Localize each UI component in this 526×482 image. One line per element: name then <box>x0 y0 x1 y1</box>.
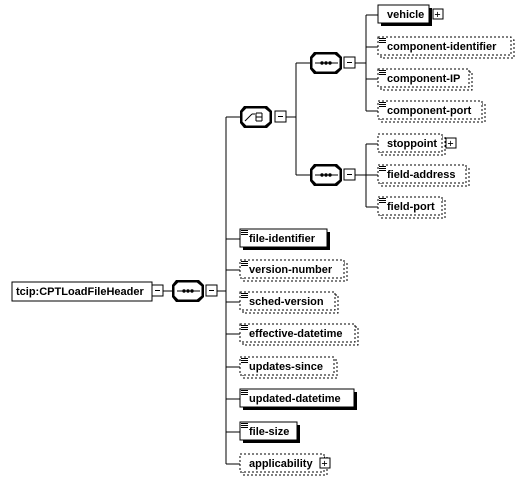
expand-icon: + <box>322 459 328 470</box>
element-stoppoint[interactable]: stoppoint + <box>377 133 457 156</box>
element-updates-since[interactable]: updates-since <box>239 356 338 379</box>
element-component-port[interactable]: component-port <box>377 100 486 123</box>
element-applicability[interactable]: applicability + <box>239 453 331 476</box>
element-label: file-identifier <box>249 233 316 245</box>
element-sched-version[interactable]: sched-version <box>239 291 339 314</box>
element-label: updates-since <box>249 361 323 373</box>
sequence-compositor-b[interactable] <box>310 164 356 186</box>
element-label: field-address <box>387 169 455 181</box>
element-icon <box>241 423 248 428</box>
element-file-size[interactable]: file-size <box>239 421 300 443</box>
element-icon <box>241 293 248 298</box>
element-version-number[interactable]: version-number <box>239 259 348 282</box>
element-icon <box>241 325 248 330</box>
element-label: updated-datetime <box>249 393 341 405</box>
root-element[interactable]: tcip:CPTLoadFileHeader <box>11 281 164 302</box>
element-icon <box>379 166 386 171</box>
element-icon <box>241 230 248 235</box>
element-file-identifier[interactable]: file-identifier <box>239 228 330 250</box>
expand-icon: + <box>448 139 454 150</box>
connector-lines <box>163 14 378 465</box>
element-icon <box>241 390 248 395</box>
element-label: field-port <box>387 201 435 213</box>
element-label: applicability <box>249 458 313 470</box>
element-label: file-size <box>249 426 289 438</box>
element-icon <box>379 70 386 75</box>
element-label: component-port <box>387 105 472 117</box>
choice-compositor[interactable] <box>240 106 287 128</box>
choice-icon <box>244 112 263 122</box>
element-component-identifier[interactable]: component-identifier <box>377 36 515 59</box>
element-label: component-identifier <box>387 41 497 53</box>
element-field-address[interactable]: field-address <box>377 164 470 187</box>
element-icon <box>241 261 248 266</box>
element-label: effective-datetime <box>249 328 343 340</box>
element-icon <box>379 198 386 203</box>
root-element-label: tcip:CPTLoadFileHeader <box>16 286 144 298</box>
element-component-ip[interactable]: component-IP <box>377 68 473 91</box>
element-label: vehicle <box>387 9 424 21</box>
element-label: component-IP <box>387 73 460 85</box>
element-field-port[interactable]: field-port <box>377 196 446 219</box>
expand-icon: + <box>435 10 441 21</box>
sequence-compositor-main[interactable] <box>172 280 218 302</box>
element-icon <box>379 102 386 107</box>
element-vehicle[interactable]: vehicle + <box>377 4 444 26</box>
element-icon <box>379 38 386 43</box>
element-label: version-number <box>249 264 333 276</box>
sequence-compositor-a[interactable] <box>310 52 356 74</box>
element-effective-datetime[interactable]: effective-datetime <box>239 323 359 346</box>
element-label: stoppoint <box>387 138 437 150</box>
element-icon <box>241 358 248 363</box>
element-label: sched-version <box>249 296 324 308</box>
element-updated-datetime[interactable]: updated-datetime <box>239 388 357 410</box>
